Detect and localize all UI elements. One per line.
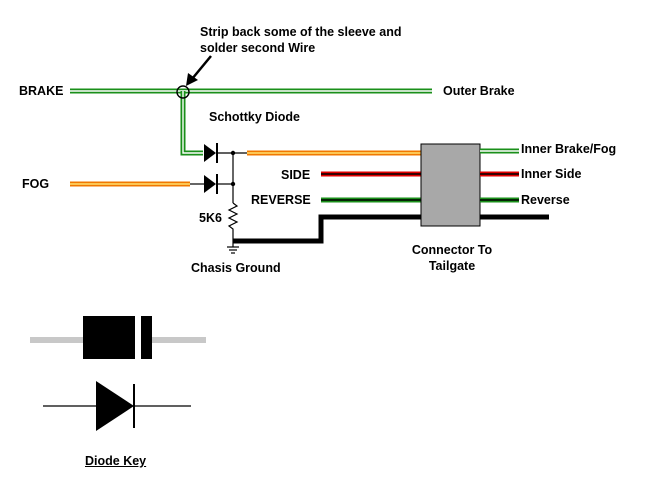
- annotation-text-line2: solder second Wire: [200, 41, 316, 55]
- fog-label: FOG: [22, 177, 50, 191]
- schottky-diode-top: [204, 143, 247, 163]
- diode-key-component: [30, 316, 206, 359]
- brake-branch-wire: [180, 91, 203, 156]
- inner-side-label: Inner Side: [521, 167, 582, 181]
- chasis-ground-label: Chasis Ground: [191, 261, 281, 275]
- annotation-text-line1: Strip back some of the sleeve and: [200, 25, 402, 39]
- connector-label-line2: Tailgate: [428, 259, 476, 273]
- diode-key-title: Diode Key: [85, 454, 147, 468]
- schottky-diode-label: Schottky Diode: [209, 110, 300, 124]
- resistor-5k6: [227, 202, 239, 240]
- tailgate-connector: [420, 143, 481, 227]
- annotation-arrow: [186, 55, 212, 86]
- splice-point: [176, 85, 190, 99]
- schottky-diode-bottom: [204, 174, 233, 194]
- connector-label-line1: Connector To: [411, 243, 493, 257]
- side-label: SIDE: [281, 168, 311, 182]
- diode-key-symbol: [43, 381, 191, 431]
- inner-brake-fog-label: Inner Brake/Fog: [521, 142, 617, 156]
- outer-brake-label: Outer Brake: [443, 84, 515, 98]
- ground-wire: [233, 214, 549, 244]
- resistor-label: 5K6: [199, 211, 222, 225]
- reverse-label: REVERSE: [251, 193, 311, 207]
- brake-label: BRAKE: [19, 84, 64, 98]
- reverse-out-label: Reverse: [521, 193, 570, 207]
